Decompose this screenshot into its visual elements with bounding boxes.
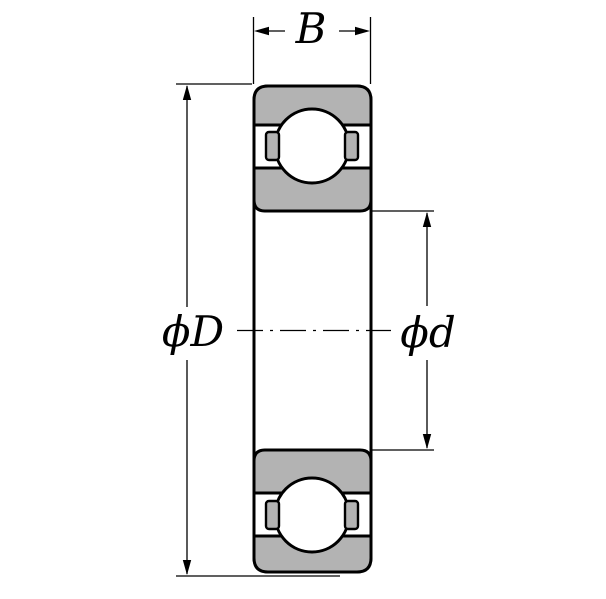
ball-top — [273, 107, 351, 185]
od-arrowhead-down — [182, 560, 192, 575]
ball-bottom — [273, 476, 351, 554]
inner-ring-bottom — [252, 448, 373, 495]
outer-diameter-label: ϕD — [162, 307, 224, 356]
dimension-width-b: B — [252, 4, 372, 84]
bore-arrowhead-down — [422, 434, 432, 449]
outer-ring-top — [252, 84, 373, 127]
cage-bottom-left — [264, 499, 281, 531]
cage-top-right — [343, 130, 360, 162]
cage-bottom-right — [343, 499, 360, 531]
od-arrowhead-up — [182, 85, 192, 100]
b-arrowhead-right — [355, 26, 370, 36]
cage-top-left — [264, 130, 281, 162]
bearing-body — [252, 84, 373, 574]
outer-ring-bottom — [252, 534, 373, 574]
bore-diameter-label: ϕd — [400, 308, 456, 357]
dimension-outer-diameter: ϕD — [162, 83, 340, 577]
dimension-bore-diameter: ϕd — [371, 210, 456, 451]
width-label: B — [295, 4, 327, 53]
inner-ring-top — [252, 166, 373, 213]
bore-arrowhead-up — [422, 212, 432, 227]
b-arrowhead-left — [254, 26, 269, 36]
